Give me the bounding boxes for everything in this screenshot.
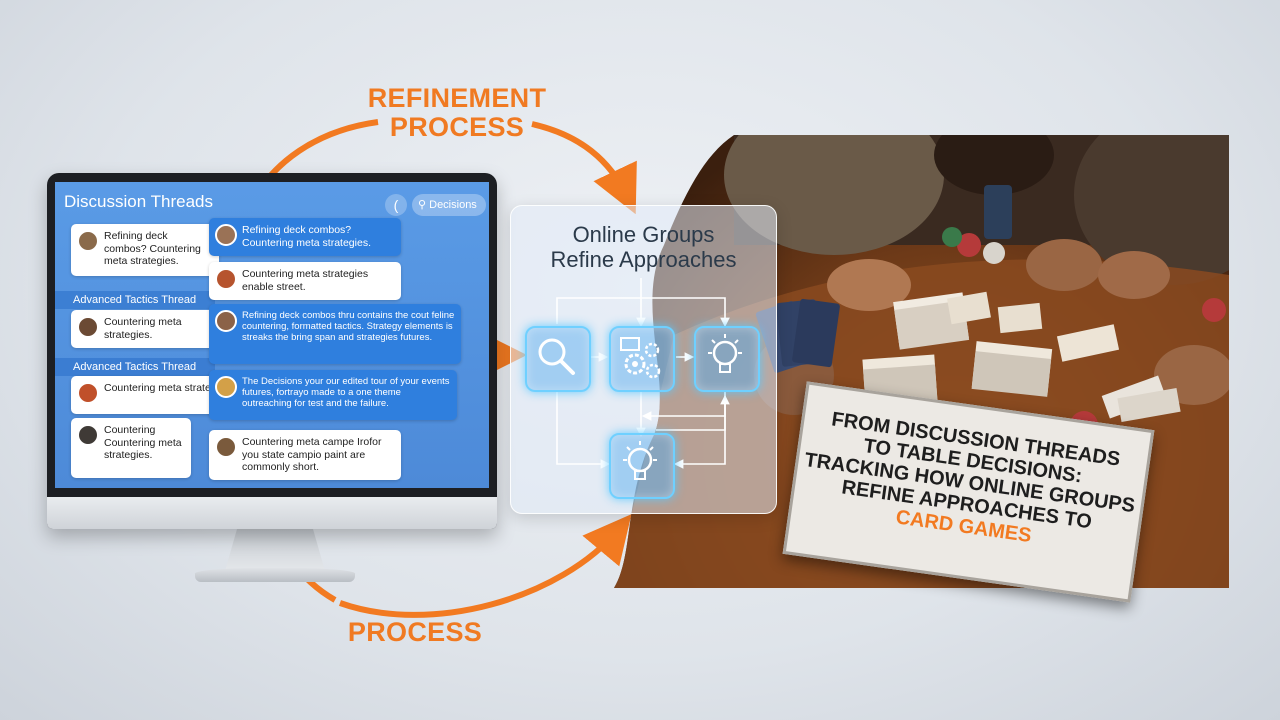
forum-screen: Discussion Threads ( ⚲ Decisions Advance…	[55, 182, 489, 488]
monitor-chin	[47, 497, 497, 529]
reply-text: Countering meta campe Irofor you state c…	[242, 436, 382, 473]
reply-text: The Decisions your our edited tour of yo…	[242, 376, 450, 409]
thread-post[interactable]: Countering meta strategies.	[71, 376, 215, 414]
avatar	[215, 436, 237, 458]
sign-text: FROM DISCUSSION THREADS TO TABLE DECISIO…	[791, 405, 1148, 562]
thread-post[interactable]: Countering Countering meta strategies.	[71, 418, 191, 478]
search-icon: ⚲	[418, 199, 427, 211]
monitor-base	[195, 568, 355, 582]
gears-icon	[620, 337, 661, 379]
avatar	[77, 316, 99, 338]
refinement-process-label: REFINEMENT PROCESS	[367, 83, 547, 142]
section-label: Advanced Tactics Thread	[55, 291, 215, 309]
avatar	[215, 224, 237, 246]
reply-text: Refining deck combos? Countering meta st…	[242, 224, 371, 249]
lightbulb-icon	[708, 334, 742, 373]
thread-post[interactable]: Countering meta strategies.	[71, 310, 215, 348]
avatar	[77, 230, 99, 252]
arrow-top-right	[531, 121, 637, 215]
post-text: Countering Countering meta strategies.	[104, 424, 182, 461]
avatar	[77, 382, 99, 404]
section-label: Advanced Tactics Thread	[55, 358, 215, 376]
avatar	[215, 268, 237, 290]
search-node	[525, 326, 591, 392]
reply-text: Countering meta strategies enable street…	[242, 268, 369, 293]
back-button[interactable]: (	[385, 194, 407, 216]
card-fan	[755, 299, 840, 374]
refine-approaches-diagram: Online Groups Refine Approaches	[510, 205, 777, 514]
post-text: Countering meta strategies.	[104, 382, 209, 394]
avatar	[215, 376, 237, 398]
monitor: Discussion Threads ( ⚲ Decisions Advance…	[47, 173, 497, 529]
card-pile	[972, 341, 1053, 397]
monitor-stand	[225, 529, 325, 571]
process-label: PROCESS	[347, 617, 483, 647]
arrow-bottom	[338, 514, 632, 618]
thread-reply[interactable]: The Decisions your our edited tour of yo…	[209, 370, 457, 420]
post-text: Refining deck combos? Countering meta st…	[104, 230, 201, 267]
gears-node	[609, 326, 675, 392]
screen-title: Discussion Threads	[64, 192, 213, 211]
diagram-connectors	[556, 278, 730, 469]
reply-text: Refining deck combos thru contains the c…	[242, 310, 455, 343]
search-label: Decisions	[429, 199, 477, 211]
idea-node	[694, 326, 760, 392]
card-fan	[1102, 375, 1181, 422]
avatar	[77, 424, 99, 446]
search-icon	[538, 338, 575, 375]
post-text: Countering meta strategies.	[104, 316, 182, 341]
lightbulb-icon	[623, 441, 657, 480]
diagram-title: Online Groups Refine Approaches	[550, 222, 737, 272]
search-pill[interactable]: ⚲ Decisions	[412, 194, 486, 216]
avatar	[215, 310, 237, 332]
thread-post[interactable]: Refining deck combos? Countering meta st…	[71, 224, 219, 276]
thread-reply[interactable]: Countering meta campe Irofor you state c…	[209, 430, 401, 480]
thread-reply[interactable]: Refining deck combos thru contains the c…	[209, 304, 461, 364]
thread-reply[interactable]: Refining deck combos? Countering meta st…	[209, 218, 401, 256]
thread-reply[interactable]: Countering meta strategies enable street…	[209, 262, 401, 300]
idea-node	[609, 433, 675, 499]
